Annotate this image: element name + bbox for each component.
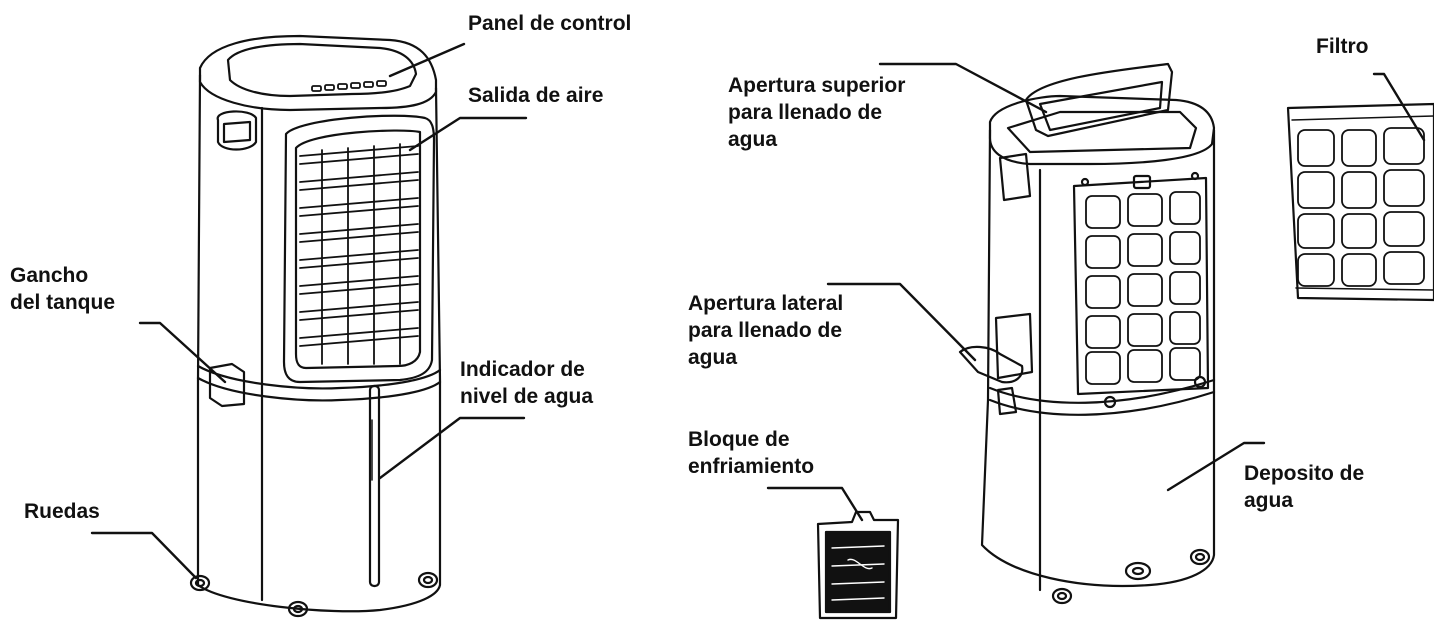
leader-filtro xyxy=(1372,72,1426,142)
leader-salida-aire xyxy=(408,116,528,152)
front-unit-illustration xyxy=(189,34,442,618)
label-panel-control: Panel de control xyxy=(468,12,632,35)
cooling-block-illustration xyxy=(816,510,900,620)
leader-lines xyxy=(90,42,1426,580)
rear-top-inner xyxy=(1006,110,1198,154)
rear-lid xyxy=(1024,62,1174,138)
front-handle-inner xyxy=(222,120,252,144)
filter-frame xyxy=(1286,102,1434,302)
label-indicador-nivel: Indicador de nivel de agua xyxy=(460,358,594,408)
cooling-block-frame xyxy=(816,510,900,620)
front-level-indicator xyxy=(368,384,381,588)
leader-deposito xyxy=(1166,441,1266,492)
leader-apertura-lateral xyxy=(826,282,977,362)
label-gancho-tanque: Gancho del tanque xyxy=(10,264,116,314)
rear-lid-inner xyxy=(1038,80,1164,132)
front-tank-hook xyxy=(208,362,246,408)
detached-filter-illustration xyxy=(1286,102,1434,302)
rear-filter-frame xyxy=(1072,176,1210,396)
leader-gancho xyxy=(138,321,227,384)
front-louvers xyxy=(299,143,419,365)
control-buttons xyxy=(311,80,387,92)
leader-indicador xyxy=(378,416,526,480)
rear-side-fill-opening xyxy=(994,312,1034,380)
rear-side-flap xyxy=(958,345,1024,384)
label-ruedas: Ruedas xyxy=(24,500,100,523)
leader-apertura-superior xyxy=(878,62,1048,114)
label-apertura-lateral: Apertura lateral para llenado de agua xyxy=(688,292,844,369)
leader-ruedas xyxy=(90,531,198,580)
label-deposito-agua: Deposito de agua xyxy=(1244,462,1365,512)
label-apertura-superior: Apertura superior para llenado de agua xyxy=(728,74,906,151)
rear-top-opening xyxy=(988,94,1216,166)
front-divider-band xyxy=(196,364,442,402)
rear-wheels xyxy=(1051,548,1211,605)
rear-filter-cells xyxy=(1085,191,1201,385)
front-wheels xyxy=(189,571,439,618)
label-filtro: Filtro xyxy=(1316,35,1369,58)
rear-body xyxy=(980,128,1216,588)
front-top-cap-inner xyxy=(226,42,418,98)
leader-panel-control xyxy=(388,42,466,78)
front-grille-inner xyxy=(294,129,422,370)
front-body xyxy=(196,73,442,613)
front-handle xyxy=(216,110,258,151)
rear-unit-illustration xyxy=(958,62,1216,605)
leader-bloque xyxy=(766,486,864,522)
rear-handle xyxy=(998,152,1032,202)
label-bloque-enfriamiento: Bloque de enfriamiento xyxy=(688,428,815,478)
front-top-cap xyxy=(198,34,438,112)
label-salida-aire: Salida de aire xyxy=(468,84,604,107)
rear-divider-band xyxy=(988,378,1216,416)
front-grille-frame xyxy=(282,114,436,384)
filter-cells xyxy=(1297,127,1425,287)
